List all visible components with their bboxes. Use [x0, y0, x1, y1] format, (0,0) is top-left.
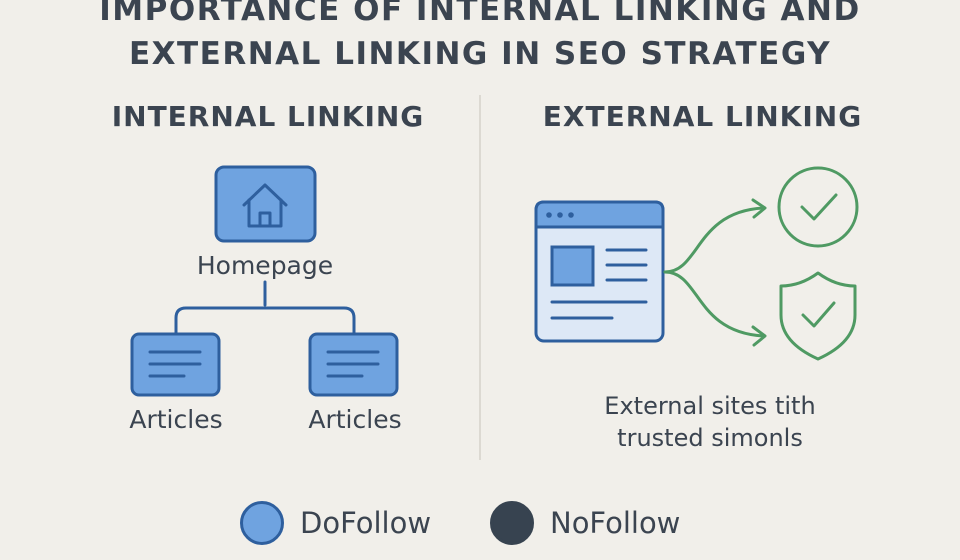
title-line-2: EXTERNAL LINKING IN SEO STRATEGY	[128, 36, 832, 72]
internal-linking-heading: INTERNAL LINKING	[111, 100, 425, 133]
caption-line-1: External sites tith	[604, 392, 816, 420]
legend-dofollow: DoFollow	[240, 497, 431, 549]
nofollow-label: NoFollow	[550, 506, 681, 540]
shield-check-icon	[779, 271, 857, 361]
article-right-node	[308, 332, 399, 397]
check-circle-icon	[777, 166, 859, 248]
browser-window-icon	[534, 200, 665, 343]
external-sites-caption: External sites tith trusted simonls	[555, 390, 865, 454]
homepage-node	[214, 165, 317, 243]
document-icon	[326, 350, 380, 378]
page-title: IMPORTANCE OF INTERNAL LINKING AND EXTER…	[0, 0, 960, 76]
tree-connectors	[174, 280, 356, 336]
external-linking-heading: EXTERNAL LINKING	[542, 100, 863, 133]
document-icon	[148, 350, 202, 378]
house-icon	[242, 183, 288, 228]
title-line-1: IMPORTANCE OF INTERNAL LINKING AND	[99, 0, 861, 28]
external-link-arrows	[663, 198, 767, 347]
dofollow-label: DoFollow	[300, 506, 432, 540]
dofollow-swatch	[240, 501, 284, 545]
article-left-node	[130, 332, 221, 397]
nofollow-swatch	[490, 501, 534, 545]
homepage-label: Homepage	[196, 251, 334, 280]
legend-nofollow: NoFollow	[490, 497, 680, 549]
articles-right-label: Articles	[308, 405, 402, 434]
articles-left-label: Articles	[129, 405, 223, 434]
caption-line-2: trusted simonls	[617, 424, 803, 452]
section-divider	[479, 95, 481, 460]
